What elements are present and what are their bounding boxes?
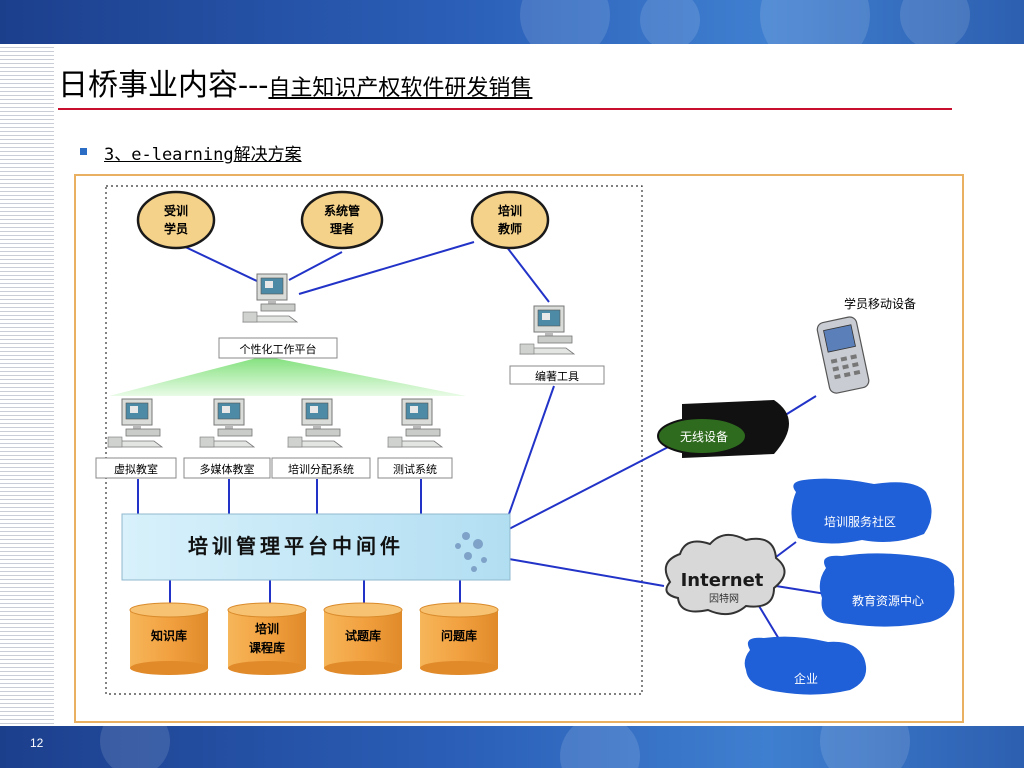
- role-trainee-line2: 学员: [164, 221, 188, 236]
- module-label-1: 多媒体教室: [200, 462, 255, 476]
- db-issues-line1: 问题库: [441, 628, 477, 643]
- role-admin-line1: 系统管: [324, 203, 360, 218]
- internet-cloud-icon: Internet 因特网: [664, 533, 786, 616]
- page-number: 12: [30, 736, 44, 750]
- role-teacher: 培训 教师: [470, 190, 550, 250]
- module-label-3: 测试系统: [393, 463, 437, 476]
- cloud-education: 教育资源中心: [819, 553, 955, 627]
- slide-title: 日桥事业内容---自主知识产权软件研发销售: [58, 60, 532, 104]
- middleware-label: 培训管理平台中间件: [188, 534, 404, 558]
- header-bar: [0, 0, 1024, 44]
- platform-label: 个性化工作平台: [240, 342, 317, 356]
- db-courses: 培训 课程库: [227, 602, 307, 675]
- db-courses-line1: 培训: [255, 621, 279, 636]
- wireless-device-shape: 无线设备: [657, 400, 789, 458]
- cloud-label-1: 教育资源中心: [852, 593, 924, 608]
- authoring-tool-label: 编著工具: [535, 369, 579, 383]
- connector-lines: [137, 241, 827, 645]
- mobile-phone-icon: [816, 316, 870, 394]
- title-underline: [58, 108, 952, 110]
- role-teacher-line2: 教师: [497, 221, 522, 236]
- platform-spread: [109, 356, 466, 396]
- role-trainee: 受训 学员: [136, 190, 216, 250]
- slide-subtitle: 3、e-learning解决方案: [104, 145, 302, 165]
- db-questions-line1: 试题库: [345, 628, 381, 643]
- db-knowledge: 知识库: [129, 602, 209, 675]
- module-label-0: 虚拟教室: [114, 462, 158, 476]
- role-admin: 系统管 理者: [300, 190, 384, 250]
- db-courses-line2: 课程库: [249, 640, 285, 655]
- internet-label: Internet: [681, 570, 764, 591]
- db-questions: 试题库: [323, 602, 403, 675]
- title-main: 日桥事业内容---: [58, 68, 269, 103]
- left-stripes: [0, 44, 54, 726]
- cloud-label-0: 培训服务社区: [824, 514, 896, 529]
- diagram-frame: [74, 174, 964, 723]
- bullet-icon: [80, 148, 87, 155]
- mobile-label: 学员移动设备: [844, 296, 916, 311]
- db-knowledge-line1: 知识库: [150, 628, 187, 643]
- db-issues: 问题库: [419, 602, 499, 675]
- cloud-enterprise: 企业: [744, 636, 867, 695]
- cloud-label-2: 企业: [794, 671, 818, 686]
- module-label-2: 培训分配系统: [288, 462, 354, 476]
- cloud-community: 培训服务社区: [791, 478, 932, 544]
- system-boundary: [105, 185, 643, 695]
- middleware-box: [121, 513, 511, 581]
- title-sub: 自主知识产权软件研发销售: [268, 76, 533, 101]
- middleware-decoration-icon: [455, 532, 487, 572]
- elearning-diagram: 受训 学员 系统管 理者 培训 教师 个性化工作平台 编著工具 虚拟教室 多媒体…: [74, 174, 964, 723]
- role-trainee-line1: 受训: [164, 203, 188, 218]
- wireless-label: 无线设备: [680, 430, 728, 444]
- role-admin-line2: 理者: [330, 221, 354, 236]
- footer-bar: [0, 726, 1024, 768]
- role-teacher-line1: 培训: [498, 203, 522, 218]
- internet-sub-label: 因特网: [709, 593, 739, 605]
